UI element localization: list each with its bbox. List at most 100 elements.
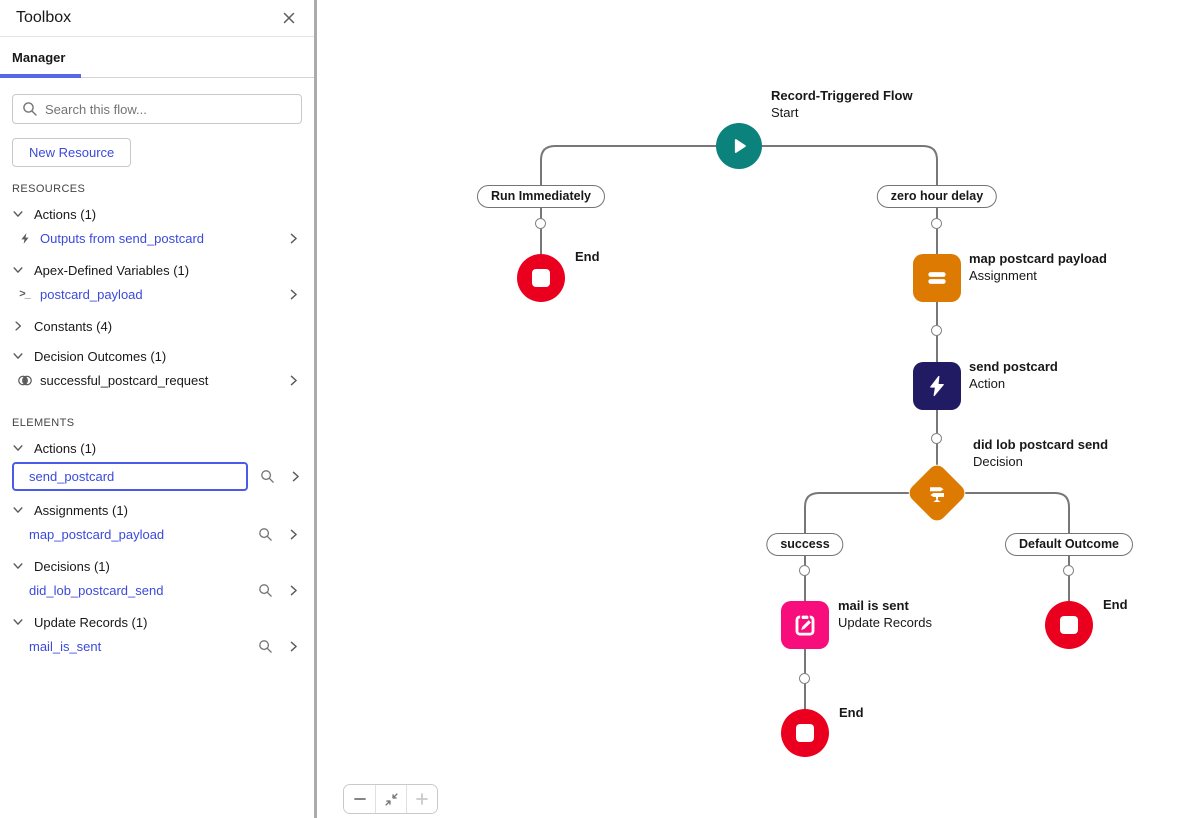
chevron-right-icon[interactable] [287,232,300,245]
find-in-canvas-icon[interactable] [258,527,273,542]
resource-link[interactable]: postcard_payload [40,286,143,302]
resource-group-constants[interactable]: Constants (4) [12,315,302,337]
group-label: Actions (1) [34,206,97,222]
element-group-decisions[interactable]: Decisions (1) [12,555,302,577]
group-label: Update Records (1) [34,614,148,630]
group-label: Decisions (1) [34,558,110,574]
flow-search [12,94,302,124]
resource-link[interactable]: successful_postcard_request [40,372,209,388]
resource-link[interactable]: Outputs from send_postcard [40,230,205,246]
add-node-circle[interactable] [799,565,810,576]
chevron-down-icon [12,616,24,628]
assignment-node-map-postcard-payload[interactable] [913,254,961,302]
find-in-canvas-icon[interactable] [258,583,273,598]
outcome-pill-default[interactable]: Default Outcome [1004,533,1134,556]
add-node-circle[interactable] [931,325,942,336]
connector-lines [540,145,1070,710]
chevron-right-icon[interactable] [287,374,300,387]
add-node-circle[interactable] [931,218,942,229]
close-icon[interactable] [278,7,300,29]
panel-title: Toolbox [16,9,72,26]
resource-group-actions[interactable]: Actions (1) [12,203,302,225]
chevron-down-icon [12,208,24,220]
play-icon [728,135,750,157]
resource-group-decision-outcomes[interactable]: Decision Outcomes (1) [12,345,302,367]
chevron-down-icon [12,442,24,454]
element-link[interactable]: mail_is_sent [29,638,102,654]
branch-pill-zero-hour-delay[interactable]: zero hour delay [876,185,998,208]
resource-item-successful-postcard-request: successful_postcard_request [12,367,302,393]
outcome-pill-success[interactable]: success [766,533,844,556]
end-node-label: End [839,705,864,720]
chevron-right-icon[interactable] [289,470,302,483]
start-subtitle: Start [771,104,799,120]
zoom-in-button[interactable] [406,785,437,813]
zoom-controls [343,784,438,814]
end-node-bottom[interactable] [781,709,829,757]
tab-manager[interactable]: Manager [12,50,66,65]
lightning-icon [925,374,949,398]
resource-item-postcard-payload: >_ postcard_payload [12,281,302,307]
chevron-right-icon[interactable] [287,640,300,653]
apex-icon: >_ [19,288,31,300]
end-node-label: End [575,249,600,264]
resource-group-apex-variables[interactable]: Apex-Defined Variables (1) [12,259,302,281]
element-link[interactable]: send_postcard [29,468,115,484]
element-group-update-records[interactable]: Update Records (1) [12,611,302,633]
resources-header: RESOURCES [12,183,86,195]
add-node-circle[interactable] [535,218,546,229]
branch-pill-run-immediately[interactable]: Run Immediately [476,185,606,208]
add-node-circle[interactable] [1063,565,1074,576]
chevron-down-icon [12,264,24,276]
end-node-left[interactable] [517,254,565,302]
element-group-actions[interactable]: Actions (1) [12,437,302,459]
outcome-icon [16,374,33,387]
search-input[interactable] [12,94,302,124]
start-node-label: Record-Triggered Flow Start [771,88,913,121]
chevron-right-icon[interactable] [287,584,300,597]
elements-header: ELEMENTS [12,417,75,429]
end-icon [1060,616,1078,634]
start-title: Record-Triggered Flow [771,88,913,103]
search-icon [22,101,38,122]
new-resource-button[interactable]: New Resource [12,138,132,167]
add-node-circle[interactable] [799,673,810,684]
element-item-map-postcard-payload: map_postcard_payload [12,521,302,547]
find-in-canvas-icon[interactable] [260,469,275,484]
element-item-send-postcard: send_postcard [12,461,302,491]
update-records-node-mail-is-sent[interactable] [781,601,829,649]
group-label: Assignments (1) [34,502,128,518]
lightning-icon [16,232,33,245]
fit-view-button[interactable] [375,785,406,813]
add-node-circle[interactable] [931,433,942,444]
chevron-right-icon[interactable] [287,528,300,541]
tab-bar: Manager [0,37,314,78]
find-in-canvas-icon[interactable] [258,639,273,654]
end-node-right[interactable] [1045,601,1093,649]
element-link[interactable]: map_postcard_payload [29,526,165,542]
selected-element-box[interactable]: send_postcard [12,461,248,491]
panel-body: New Resource RESOURCES Actions (1) Outpu… [0,78,314,659]
signpost-icon [925,481,949,505]
start-node[interactable] [716,123,762,169]
action-node-send-postcard[interactable] [913,362,961,410]
active-tab-underline [0,74,81,78]
end-icon [796,724,814,742]
element-item-did-lob-postcard-send: did_lob_postcard_send [12,577,302,603]
chevron-down-icon [12,504,24,516]
element-item-mail-is-sent: mail_is_sent [12,633,302,659]
toolbox-panel: Toolbox Manager New Resource RESOURCES A… [0,0,317,818]
assignment-icon [924,265,950,291]
assignment-node-label: map postcard payload Assignment [969,251,1107,283]
element-group-assignments[interactable]: Assignments (1) [12,499,302,521]
chevron-right-icon[interactable] [287,288,300,301]
end-node-label: End [1103,597,1128,612]
panel-header: Toolbox [0,0,314,37]
element-link[interactable]: did_lob_postcard_send [29,582,164,598]
resource-item-outputs: Outputs from send_postcard [12,225,302,251]
end-icon [532,269,550,287]
decision-node-did-lob-postcard-send[interactable] [905,461,969,525]
zoom-out-button[interactable] [344,785,375,813]
flow-canvas[interactable]: Record-Triggered Flow Start Run Immediat… [317,0,1195,818]
decision-node-label: did lob postcard send Decision [973,437,1109,469]
